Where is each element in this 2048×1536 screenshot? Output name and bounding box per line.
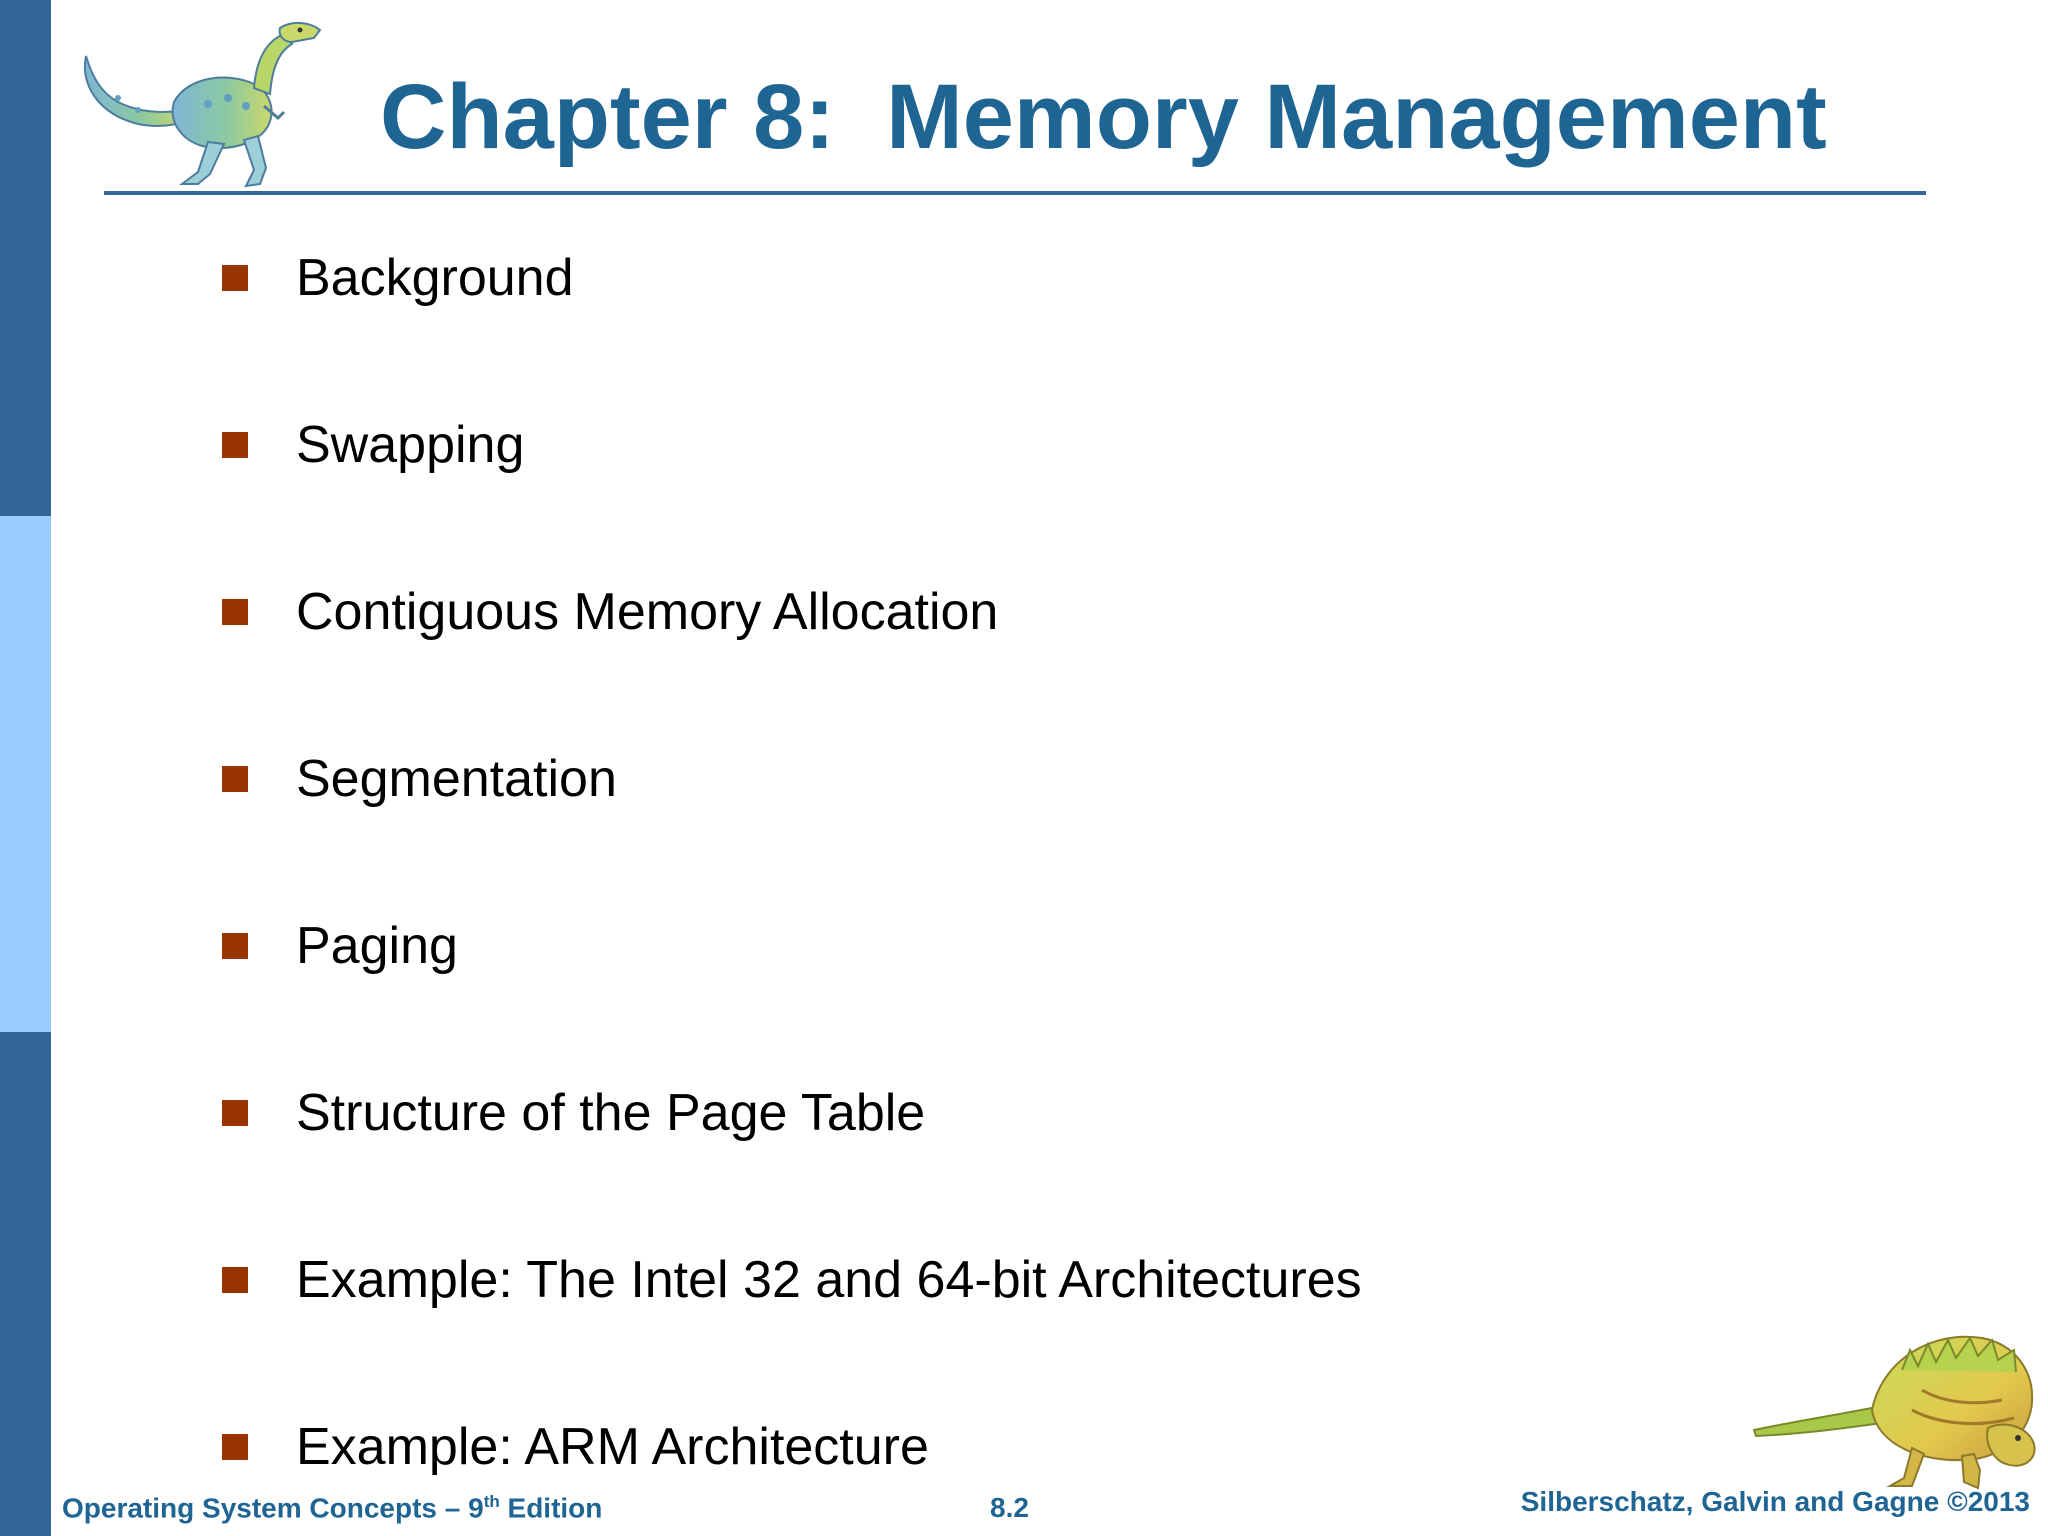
square-bullet-icon xyxy=(222,432,248,458)
sidebar-stripe xyxy=(0,0,51,1536)
list-item: Segmentation xyxy=(222,749,617,809)
square-bullet-icon xyxy=(222,265,248,291)
footer-edition-text: Edition xyxy=(499,1492,603,1524)
list-item: Swapping xyxy=(222,415,524,475)
footer-book-title: Operating System Concepts – 9th Edition xyxy=(62,1492,602,1524)
dinosaur-icon xyxy=(1752,1335,2036,1490)
list-item: Paging xyxy=(222,916,458,976)
square-bullet-icon xyxy=(222,933,248,959)
page-title: Chapter 8: Memory Management xyxy=(380,66,1827,168)
footer-page-number: 8.2 xyxy=(990,1492,1029,1523)
title-divider xyxy=(104,191,1926,195)
square-bullet-icon xyxy=(222,1434,248,1460)
footer-book-text: Operating System Concepts – 9 xyxy=(62,1492,484,1524)
sidebar-segment-top xyxy=(0,0,51,516)
list-item: Example: ARM Architecture xyxy=(222,1417,929,1477)
list-item-text: Example: ARM Architecture xyxy=(296,1418,929,1476)
list-item-text: Example: The Intel 32 and 64-bit Archite… xyxy=(296,1251,1362,1309)
list-item-text: Background xyxy=(296,249,574,307)
list-item: Contiguous Memory Allocation xyxy=(222,582,998,642)
square-bullet-icon xyxy=(222,766,248,792)
square-bullet-icon xyxy=(222,1100,248,1126)
list-item-text: Paging xyxy=(296,917,458,975)
dinosaur-icon xyxy=(83,22,322,188)
footer-copyright: Silberschatz, Galvin and Gagne ©2013 xyxy=(1520,1486,2030,1517)
sidebar-segment-middle xyxy=(0,516,51,1032)
list-item-text: Contiguous Memory Allocation xyxy=(296,583,999,641)
footer-edition-superscript: th xyxy=(483,1492,500,1511)
list-item: Example: The Intel 32 and 64-bit Archite… xyxy=(222,1250,1362,1310)
list-item-text: Segmentation xyxy=(296,750,617,808)
square-bullet-icon xyxy=(222,599,248,625)
sidebar-segment-bottom xyxy=(0,1032,51,1536)
list-item-text: Structure of the Page Table xyxy=(296,1084,926,1142)
square-bullet-icon xyxy=(222,1267,248,1293)
list-item-text: Swapping xyxy=(296,416,525,474)
list-item: Background xyxy=(222,248,574,308)
list-item: Structure of the Page Table xyxy=(222,1083,925,1143)
